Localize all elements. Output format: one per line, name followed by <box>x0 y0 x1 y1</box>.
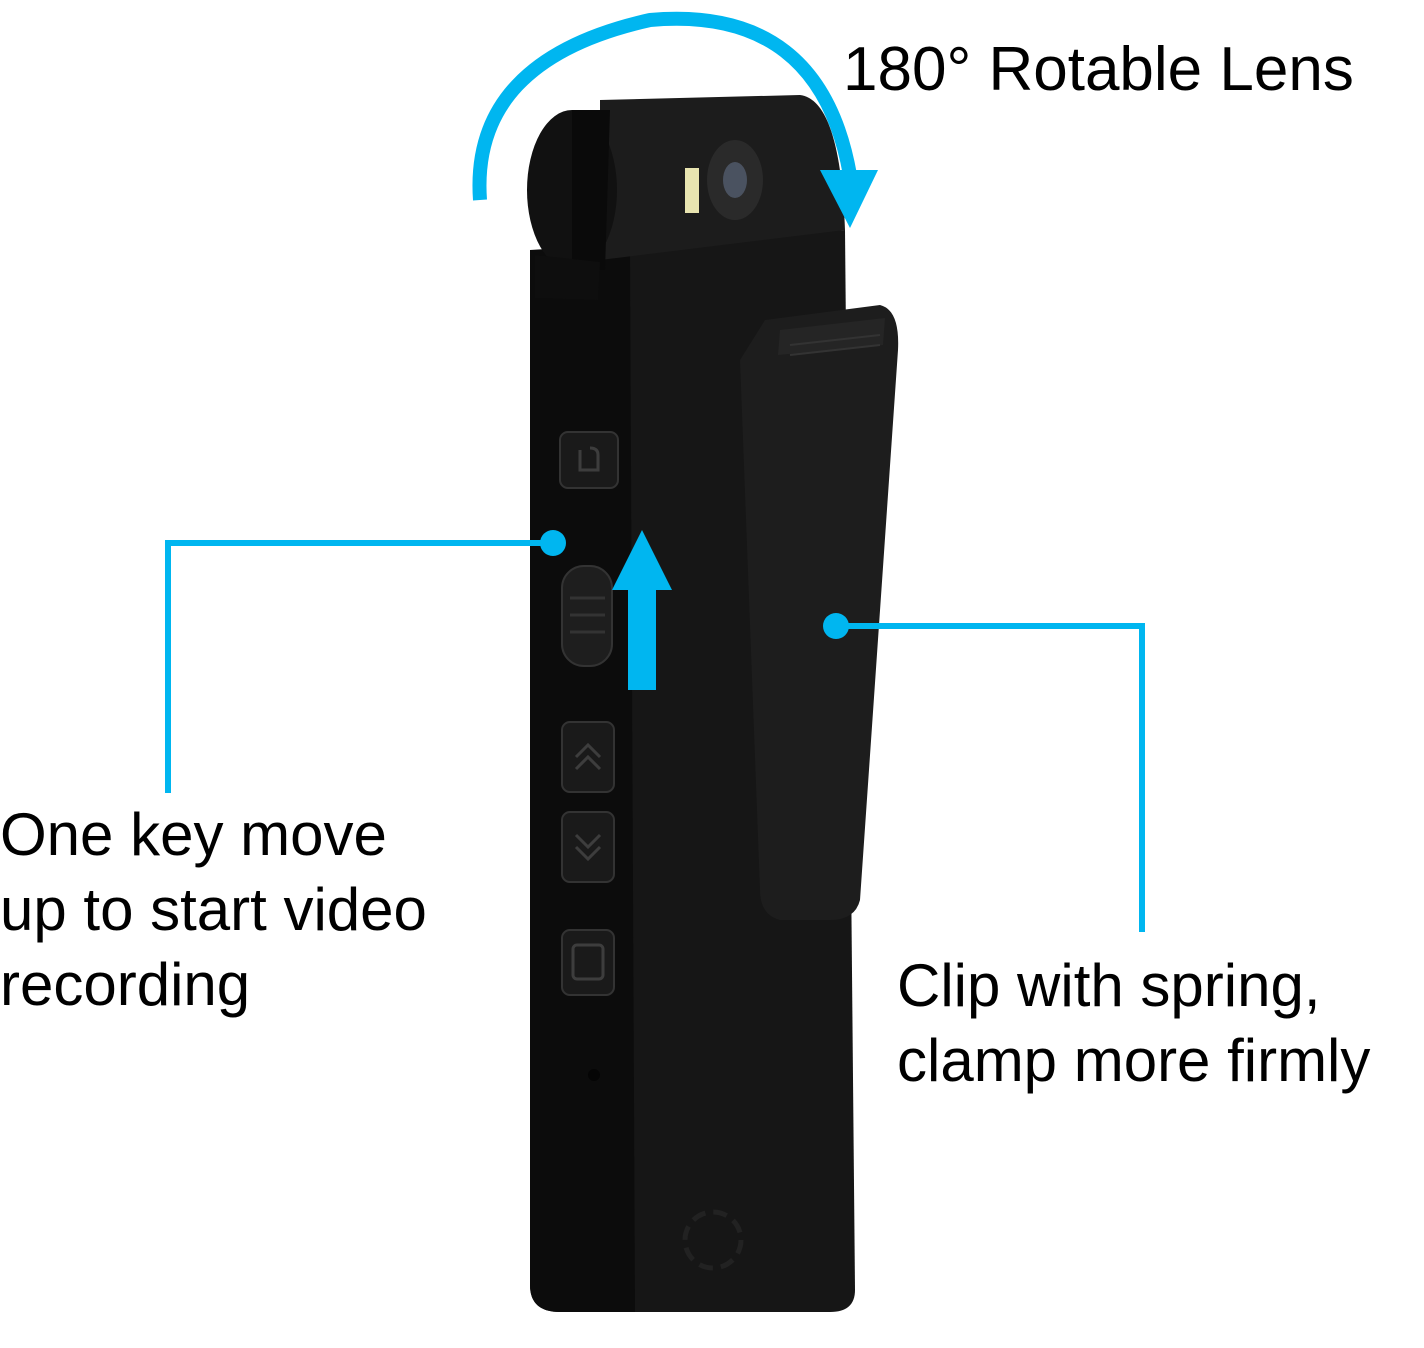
slider-callout-line <box>165 530 566 793</box>
slider-description-line: One key move <box>0 801 387 868</box>
power-button <box>559 431 619 489</box>
chevron-up-icon <box>574 742 602 771</box>
lens-rotation-label: 180° Rotable Lens <box>843 35 1354 104</box>
power-icon <box>578 446 600 472</box>
slider-description-line: recording <box>0 951 251 1018</box>
chevron-down-icon <box>574 833 602 862</box>
mode-button <box>561 929 615 996</box>
up-arrow-icon <box>612 530 672 690</box>
slider-description-line: up to start video <box>0 876 427 943</box>
rotate-arrow-icon <box>472 11 878 228</box>
clip-callout-line <box>823 613 1145 932</box>
led-light <box>685 168 699 213</box>
clip-description-line: Clip with spring, <box>897 952 1321 1019</box>
clip-description: Clip with spring, clamp more firmly <box>897 948 1370 1098</box>
square-button-icon <box>571 943 605 981</box>
side-buttons <box>559 431 744 1271</box>
microphone-hole <box>588 1069 600 1081</box>
slider-description: One key move up to start video recording <box>0 797 427 1022</box>
speaker-grille <box>682 1209 744 1271</box>
clip-description-line: clamp more firmly <box>897 1027 1371 1094</box>
spring-clip <box>740 305 899 920</box>
